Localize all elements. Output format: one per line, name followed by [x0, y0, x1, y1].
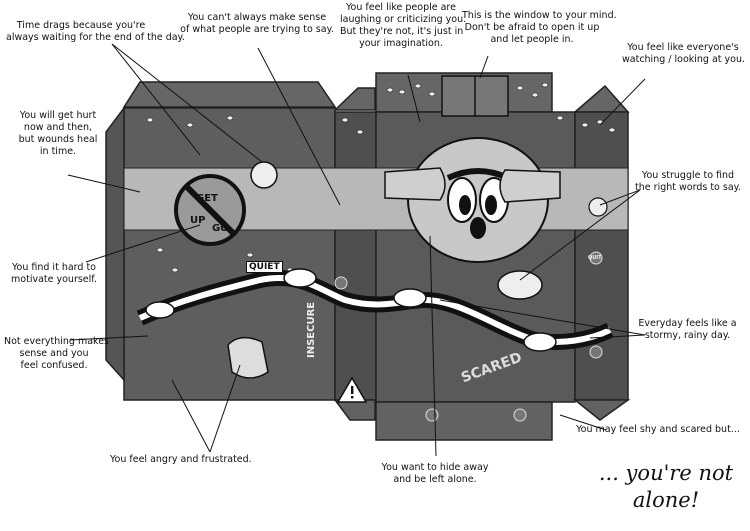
box-panels: [105, 105, 629, 403]
speech-dots-icon: [588, 197, 608, 217]
no-sign-word-1: GET: [196, 193, 218, 204]
ghost-character: [497, 270, 543, 300]
no-sign: [174, 174, 246, 246]
quiet-sign: QUIET: [246, 261, 283, 273]
top-flaps: [122, 72, 630, 113]
annotation-window: This is the window to your mind.Don't be…: [462, 10, 617, 45]
hands: [384, 167, 561, 203]
no-sign-word-2: UP: [190, 215, 206, 226]
window-face: [407, 137, 549, 263]
clock-icon: [250, 161, 278, 189]
annotation-shy: You may feel shy and scared but...: [576, 424, 740, 435]
warning-icon: [336, 376, 368, 403]
leader-lines: [67, 43, 646, 457]
cloud-puffs: [145, 268, 557, 352]
fist-icon: [227, 336, 269, 379]
annotation-angry: You feel angry and frustrated.: [110, 454, 252, 465]
no-sign-word-3: GO: [212, 223, 229, 234]
insecure-sign: INSECURE: [306, 301, 317, 358]
panel-button-label: QUIT: [588, 255, 602, 261]
